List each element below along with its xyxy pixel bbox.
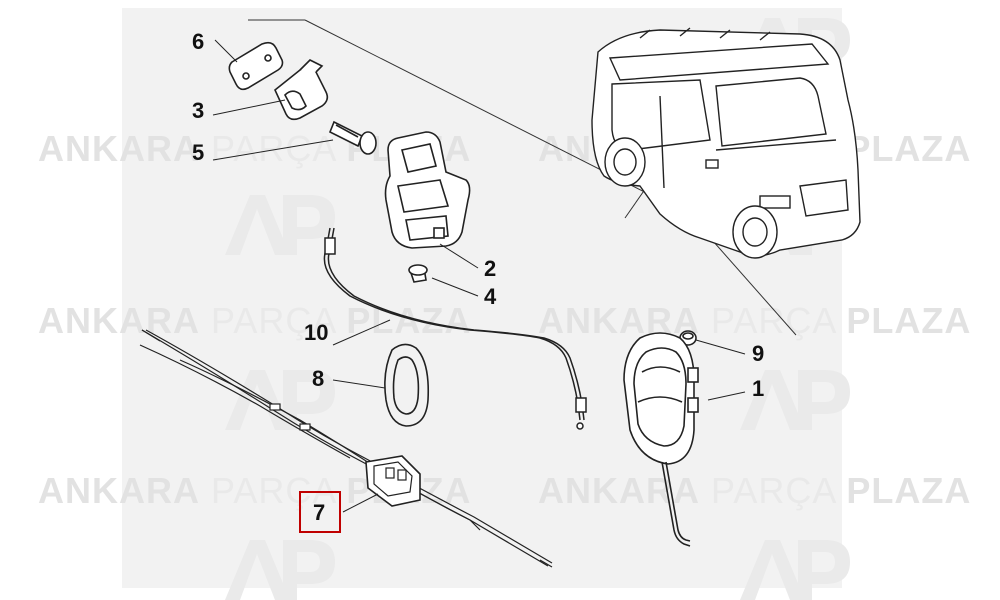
part-8-seal	[384, 343, 430, 427]
callout-1: 1	[752, 376, 765, 401]
leader-lines	[212, 39, 746, 513]
callout-9: 9	[752, 341, 765, 366]
part-3-striker	[274, 59, 329, 121]
callout-10: 10	[304, 320, 329, 345]
callout-3: 3	[192, 98, 205, 123]
callout-2: 2	[484, 256, 497, 281]
part-7-actuator	[139, 329, 553, 568]
highlight-box	[299, 491, 341, 533]
part-2-lock-body	[384, 131, 471, 249]
part-1-handle	[623, 332, 699, 547]
callout-4: 4	[484, 284, 497, 309]
watermark-text: ANKARA PARÇA PLAZA	[38, 128, 470, 169]
watermark-text: ANKARA PARÇA PLAZA	[538, 300, 972, 341]
part-10-cable	[323, 227, 587, 430]
watermark-text: ANKARA PARÇA PLAZA	[538, 470, 972, 511]
callout-8: 8	[312, 366, 325, 391]
vehicle-illustration	[591, 27, 861, 259]
part-5-bolt	[328, 120, 377, 155]
callout-5: 5	[192, 140, 205, 165]
part-4-screw	[408, 264, 428, 283]
watermark-text: ANKARA PARÇA PLAZA	[38, 300, 472, 341]
callout-6: 6	[192, 29, 205, 54]
callout-7: 7	[313, 500, 326, 525]
part-6-plate	[228, 41, 284, 91]
